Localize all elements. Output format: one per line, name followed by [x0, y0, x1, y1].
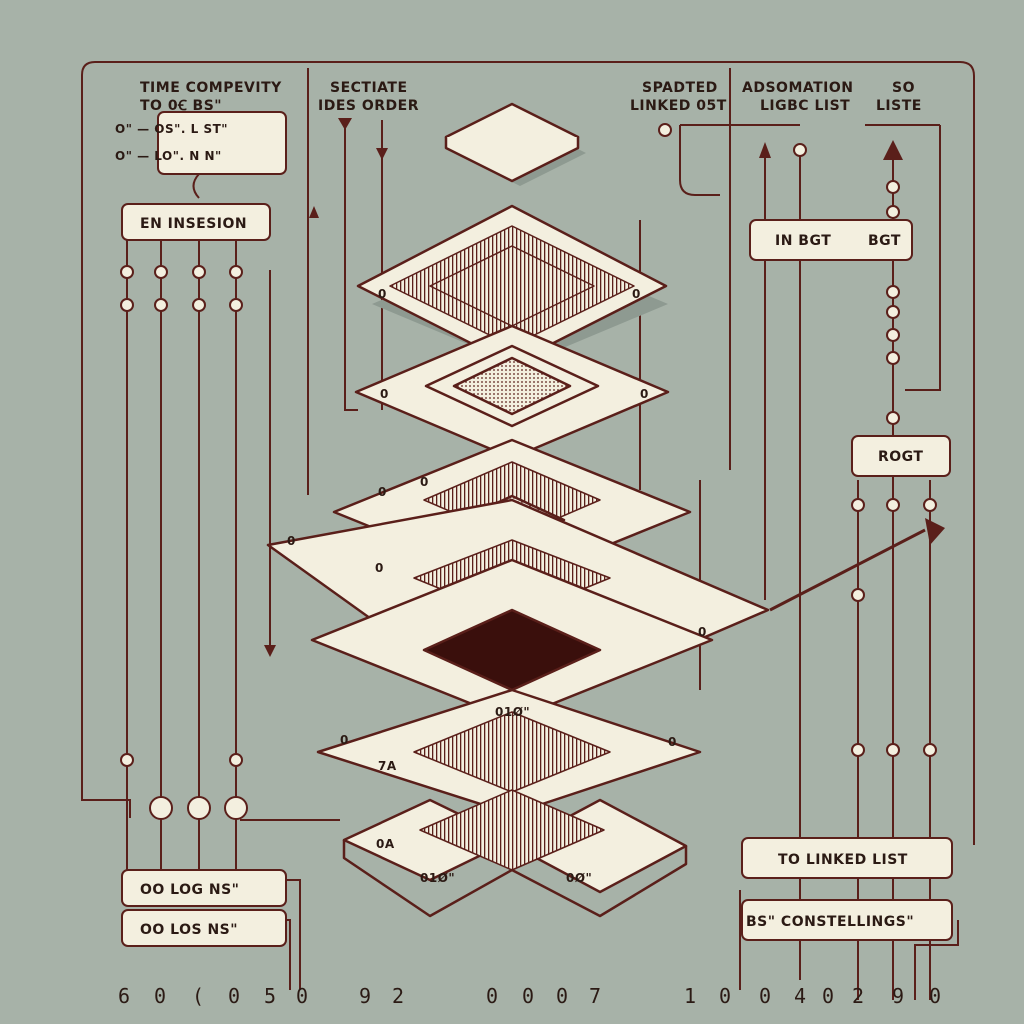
left-connectors	[126, 120, 383, 990]
bottom-number: 9	[892, 984, 904, 1008]
adsomation-title: ADSOMATION	[742, 80, 854, 96]
bottom-number: 0	[822, 984, 834, 1008]
connector-beads	[120, 123, 937, 820]
bottom-number: 2	[852, 984, 864, 1008]
left-wire-6	[344, 120, 358, 411]
rogt-label: ROGT	[878, 449, 923, 465]
bottom-number: 5	[264, 984, 276, 1008]
layer-mark: 0A	[376, 837, 395, 851]
spadted-subtitle: LINKED 05T	[630, 98, 727, 114]
right-arrow-icon	[925, 518, 945, 545]
bst-label: BGT	[868, 233, 901, 249]
bottom-number: 7	[589, 984, 601, 1008]
sectiate-subtitle: IDES ORDER	[318, 98, 419, 114]
in-bst-box: IN BGT BGT	[749, 219, 913, 261]
bottom-number: 6	[118, 984, 130, 1008]
hook-line	[679, 125, 720, 196]
layer-stack	[266, 102, 770, 918]
bottom-number: 0	[228, 984, 240, 1008]
so-subtitle: LISTE	[876, 98, 922, 114]
complexity-box: O" — OS". L ST" O" — LO". N N"	[115, 111, 287, 199]
layer-mark: 0	[378, 287, 387, 301]
frame-lines	[81, 61, 975, 1000]
layer-mark: 0	[287, 534, 296, 548]
oo-log-box-1: OO LOG NS"	[121, 869, 287, 907]
layer-mark: 0	[668, 735, 677, 749]
complexity-row-1: O" — OS". L ST"	[115, 122, 228, 136]
right-loop-line	[865, 124, 941, 391]
layer-5	[310, 558, 714, 722]
layer-marks: 0 0 0 0 0 0 0 0 0 01Ø" 0 7A 0 0A 01Ø" 0Ø…	[287, 287, 707, 885]
left-frame-line	[81, 205, 131, 818]
label-boxes: O" — OS". L ST" O" — LO". N N" EN INSESI…	[115, 111, 953, 947]
up-arrow-icon	[883, 140, 903, 160]
diagonal-arrow-line	[769, 528, 926, 612]
bottom-number: 0	[522, 984, 534, 1008]
layer-mark: 0Ø"	[566, 871, 592, 885]
layer-mark: 0	[378, 485, 387, 499]
en-insesion-label: EN INSESION	[140, 216, 247, 232]
time-complexity-title: TIME COMPEVITY	[140, 80, 282, 96]
layer-mark: 0	[632, 287, 641, 301]
layer-mark: 01Ø"	[420, 871, 455, 885]
time-complexity-subtitle: TO 0Ꞓ BS"	[140, 98, 222, 114]
en-insesion-box: EN INSESION	[121, 203, 271, 241]
up-arrow-icon	[759, 142, 771, 158]
to-linked-list-label: TO LINKED LIST	[778, 852, 908, 868]
bottom-number: 0	[486, 984, 498, 1008]
to-linked-list-box: TO LINKED LIST	[741, 837, 953, 879]
arrow-heads	[264, 118, 945, 657]
bst-constellings-box: BS" CONSTELLINGS"	[741, 899, 953, 941]
bst-constellings-label: BS" CONSTELLINGS"	[746, 914, 914, 930]
bottom-number: 0	[556, 984, 568, 1008]
layer-mark: 7A	[378, 759, 397, 773]
layer-mark: 0	[420, 475, 429, 489]
bottom-number: 2	[392, 984, 404, 1008]
in-bst-label: IN BGT	[775, 233, 831, 249]
rogt-box: ROGT	[851, 435, 951, 477]
bottom-right-line	[914, 920, 959, 1000]
top-cap-layer	[444, 102, 586, 186]
so-title: SO	[892, 80, 915, 96]
bottom-number: 9	[359, 984, 371, 1008]
header-labels: TIME COMPEVITY TO 0Ꞓ BS" SECTIATE IDES O…	[140, 80, 922, 114]
up-arrow-icon	[309, 206, 319, 218]
layer-6	[316, 688, 702, 816]
layer-mark: 0	[375, 561, 384, 575]
bottom-number: 0	[154, 984, 166, 1008]
sectiate-title: SECTIATE	[330, 80, 408, 96]
bottom-number: 0	[759, 984, 771, 1008]
down-arrow-icon	[264, 645, 276, 657]
adsomation-subtitle: LIGBC LIST	[760, 98, 850, 114]
layer-1	[356, 204, 668, 366]
layer-mark: 0	[380, 387, 389, 401]
layer-mark: 0	[698, 625, 707, 639]
bottom-number: 4	[794, 984, 806, 1008]
layer-7	[342, 789, 688, 918]
layer-mark: 0	[640, 387, 649, 401]
bottom-number: (	[192, 984, 204, 1008]
bottom-number: 0	[929, 984, 941, 1008]
down-arrow-icon	[338, 118, 352, 130]
oo-log-label-1: OO LOG NS"	[140, 882, 239, 898]
layer-mark: 0	[340, 733, 349, 747]
oo-log-label-2: OO LOS NS"	[140, 922, 238, 938]
down-arrow-icon	[376, 148, 388, 160]
layer-mark: 01Ø"	[495, 705, 530, 719]
bottom-number: 0	[719, 984, 731, 1008]
spadted-title: SPADTED	[642, 80, 718, 96]
complexity-row-2: O" — LO". N N"	[115, 149, 222, 163]
top-frame-line	[81, 61, 975, 845]
layer-2	[354, 324, 670, 460]
oo-log-box-2: OO LOS NS"	[121, 909, 287, 947]
bottom-number: 1	[684, 984, 696, 1008]
bottom-number: 0	[296, 984, 308, 1008]
